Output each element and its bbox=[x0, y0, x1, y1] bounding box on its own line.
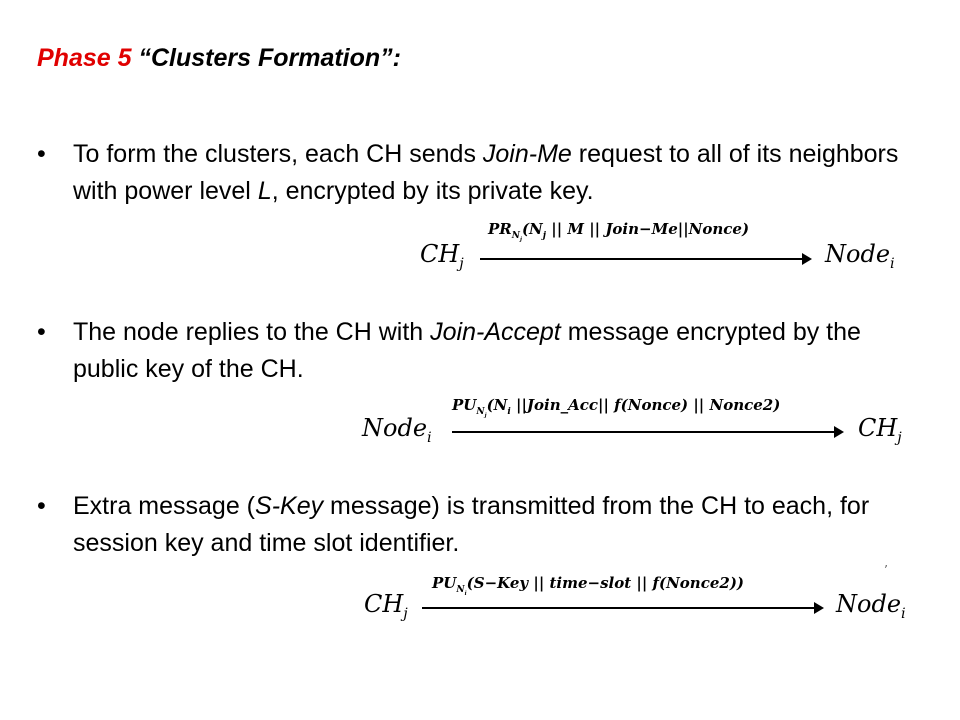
eq-label-part: (N bbox=[486, 396, 508, 414]
equation-3-label: PUNi(S−Key || time−slot || f(Nonce2)) bbox=[432, 574, 744, 597]
bullet-text-part: request to all of its neighbors with pow… bbox=[73, 140, 899, 205]
eq-node-name: CH bbox=[858, 414, 898, 442]
eq-label-part: ||Join_Acc|| f(Nonce) || Nonce2) bbox=[510, 396, 781, 414]
bullet-text-part: message encrypted by the public key of t… bbox=[73, 318, 861, 383]
equation-2-from: Nodei bbox=[362, 414, 432, 446]
eq-label-sub: N bbox=[476, 407, 485, 417]
eq-node-sub: j bbox=[459, 255, 464, 272]
equation-1-arrow bbox=[480, 253, 812, 265]
eq-label-sub: N bbox=[511, 231, 520, 241]
bullet-s-key: • Extra message (S-Key message) is trans… bbox=[37, 488, 917, 562]
eq-node-sub: i bbox=[427, 429, 432, 446]
bullet-text: The node replies to the CH with Join-Acc… bbox=[73, 314, 917, 388]
equation-1-to: Nodei bbox=[825, 240, 895, 272]
eq-label-part: (N bbox=[521, 220, 543, 238]
eq-node-name: Node bbox=[825, 240, 891, 268]
bullet-emphasis: S-Key bbox=[255, 492, 324, 520]
equation-2-label: PUNj(Ni ||Join_Acc|| f(Nonce) || Nonce2) bbox=[452, 396, 780, 419]
equation-3-from: CHj bbox=[364, 590, 408, 622]
bullet-text-part: The node replies to the CH with bbox=[73, 318, 431, 346]
eq-label-subsub: j bbox=[519, 236, 522, 243]
eq-label-sub: i bbox=[507, 407, 511, 417]
eq-node-sub: i bbox=[890, 255, 895, 272]
eq-node-name: Node bbox=[362, 414, 428, 442]
equation-2-arrow bbox=[452, 426, 844, 438]
eq-label-part: PU bbox=[452, 396, 477, 414]
eq-label-sub: N bbox=[456, 585, 465, 595]
eq-label-part: (S−Key || time−slot || f(Nonce2)) bbox=[466, 574, 745, 592]
slide-title: Phase 5 “Clusters Formation”: bbox=[37, 44, 401, 73]
bullet-text: To form the clusters, each CH sends Join… bbox=[73, 136, 917, 210]
bullet-text-part: message) is transmitted from the CH to e… bbox=[73, 492, 870, 557]
eq-node-sub: j bbox=[897, 429, 902, 446]
phase-name: “Clusters Formation”: bbox=[131, 44, 401, 72]
equation-1-label: PRNj(Nj || M || Join−Me||Nonce) bbox=[488, 220, 749, 243]
equation-1-from: CHj bbox=[420, 240, 464, 272]
eq-label-part: PU bbox=[432, 574, 457, 592]
bullet-dot: • bbox=[37, 140, 46, 168]
bullet-text-part: To form the clusters, each CH sends bbox=[73, 140, 483, 168]
bullet-text: Extra message (S-Key message) is transmi… bbox=[73, 488, 917, 562]
bullet-text-part: Extra message ( bbox=[73, 492, 256, 520]
eq-label-part: || M || Join−Me||Nonce) bbox=[546, 220, 750, 238]
eq-label-subsub: j bbox=[484, 412, 487, 419]
bullet-emphasis: Join-Accept bbox=[430, 318, 561, 346]
eq-node-name: CH bbox=[420, 240, 460, 268]
eq-node-name: Node bbox=[836, 590, 902, 618]
bullet-join-accept: • The node replies to the CH with Join-A… bbox=[37, 314, 917, 388]
equation-3-to: Nodei bbox=[836, 590, 906, 622]
bullet-text-part: , encrypted by its private key. bbox=[271, 177, 594, 205]
eq-label-subsub: i bbox=[464, 590, 467, 597]
bullet-emphasis: L bbox=[257, 177, 272, 205]
bullet-emphasis: Join-Me bbox=[482, 140, 572, 168]
eq-label-part: PR bbox=[488, 220, 512, 238]
eq-node-sub: j bbox=[403, 605, 408, 622]
equation-2-to: CHj bbox=[858, 414, 902, 446]
bullet-dot: • bbox=[37, 492, 46, 520]
eq-node-name: CH bbox=[364, 590, 404, 618]
equation-3-arrow bbox=[422, 602, 824, 614]
eq-node-sub: i bbox=[901, 605, 906, 622]
stray-mark: ’ bbox=[884, 563, 888, 577]
bullet-dot: • bbox=[37, 318, 46, 346]
bullet-join-me: • To form the clusters, each CH sends Jo… bbox=[37, 136, 917, 210]
phase-label: Phase 5 bbox=[37, 44, 132, 72]
eq-label-sub: j bbox=[542, 231, 547, 241]
